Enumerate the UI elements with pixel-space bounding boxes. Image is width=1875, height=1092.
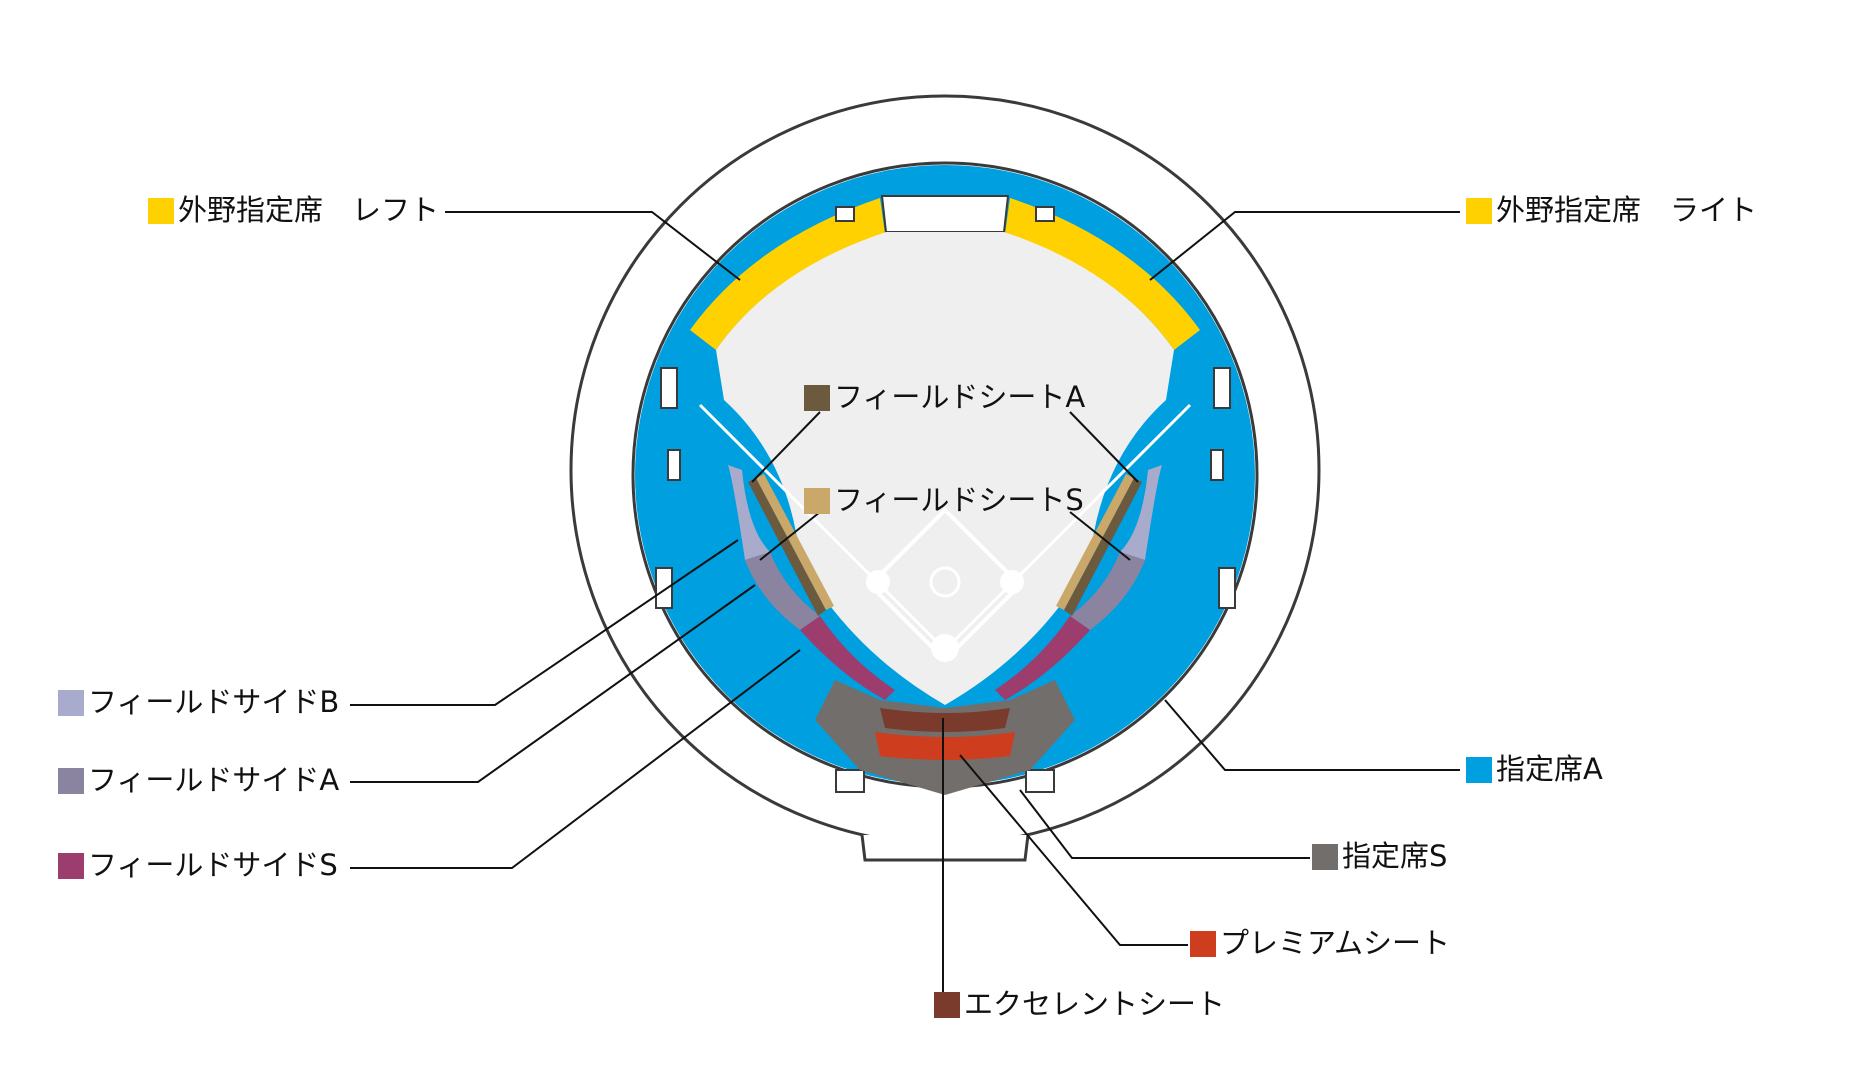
playing-field (716, 232, 1174, 705)
seat-block-field-side-s-right[interactable] (995, 616, 1090, 700)
legend-field-seat-a[interactable]: フィールドシートA (804, 383, 1085, 412)
leader-field-seat-s-right (1069, 511, 1131, 561)
legend-field-side-a[interactable]: フィールドサイドA (58, 766, 339, 795)
leader-outfield-right (1149, 211, 1460, 281)
infield-diamond (866, 507, 1024, 663)
leader-lines (350, 211, 1460, 995)
leader-outfield-left (445, 211, 741, 281)
reserved-s-label: 指定席S (1342, 839, 1448, 873)
foul-lines (698, 403, 1192, 652)
field-seat-s-swatch (804, 487, 830, 514)
leader-premium-seat (959, 754, 1188, 946)
field-seat-s-label: フィールドシートS (834, 483, 1084, 517)
field-seat-a-swatch (804, 384, 830, 411)
legend-field-side-s[interactable]: フィールドサイドS (58, 851, 338, 880)
seat-block-field-side-b-left[interactable] (728, 465, 770, 560)
leader-field-side-a (350, 584, 756, 783)
field-side-b-label: フィールドサイドB (88, 685, 340, 719)
premium-seat-swatch (1190, 930, 1216, 957)
seat-block-field-side-s-left[interactable] (800, 616, 895, 700)
seat-block-field-seat-s-left[interactable] (756, 474, 834, 610)
leader-reserved-a (1164, 699, 1460, 771)
seat-block-field-seat-a-left[interactable] (748, 478, 826, 616)
leader-field-seat-a-left (751, 411, 821, 483)
outfield-left-swatch (148, 197, 174, 224)
legend-outfield-left[interactable]: 外野指定席 レフト (148, 196, 439, 225)
seat-block-premium-seat[interactable] (875, 732, 1015, 760)
center-field-gap (880, 195, 1010, 233)
outfield-notch-left (835, 206, 855, 222)
leader-field-seat-s-left (759, 511, 821, 561)
entrance-gate (860, 834, 1030, 862)
legend-reserved-s[interactable]: 指定席S (1312, 842, 1447, 871)
seat-block-field-side-b-right[interactable] (1120, 465, 1162, 560)
legend-field-seat-s[interactable]: フィールドシートS (804, 486, 1084, 515)
outfield-right-swatch (1466, 197, 1492, 224)
legend-reserved-a[interactable]: 指定席A (1466, 755, 1603, 784)
field-side-s-swatch (58, 852, 84, 879)
reserved-s-swatch (1312, 843, 1338, 870)
seat-block-field-seat-a-right[interactable] (1064, 478, 1142, 616)
excellent-seat-swatch (934, 991, 960, 1018)
leader-field-seat-a-right (1069, 411, 1139, 483)
seat-block-field-side-a-left[interactable] (745, 552, 820, 630)
field-side-a-label: フィールドサイドA (88, 763, 340, 797)
legend-excellent-seat[interactable]: エクセレントシート (934, 990, 1225, 1019)
leader-field-side-b (350, 539, 739, 706)
seat-block-excellent-seat[interactable] (880, 708, 1010, 732)
field-seat-a-label: フィールドシートA (834, 380, 1086, 414)
seat-block-outfield-right[interactable] (1005, 198, 1200, 350)
legend-outfield-right[interactable]: 外野指定席 ライト (1466, 196, 1757, 225)
leader-field-side-s (350, 649, 801, 869)
seat-block-field-side-a-right[interactable] (1070, 552, 1145, 630)
bowl-notches (655, 367, 1236, 793)
seat-block-outfield-left[interactable] (690, 198, 885, 350)
outfield-notch-right (1035, 206, 1055, 222)
outfield-right-label: 外野指定席 ライト (1496, 193, 1758, 227)
leader-reserved-s (1019, 789, 1310, 859)
field-side-s-label: フィールドサイドS (88, 848, 338, 882)
premium-seat-label: プレミアムシート (1220, 926, 1450, 960)
excellent-seat-label: エクセレントシート (964, 987, 1226, 1021)
legend-premium-seat[interactable]: プレミアムシート (1190, 929, 1450, 958)
legend-field-side-b[interactable]: フィールドサイドB (58, 688, 339, 717)
outfield-left-label: 外野指定席 レフト (178, 193, 440, 227)
field-side-b-swatch (58, 689, 84, 716)
reserved-a-swatch (1466, 756, 1492, 783)
reserved-a-label: 指定席A (1496, 752, 1603, 786)
seat-block-field-seat-s-right[interactable] (1056, 474, 1134, 610)
field-side-a-swatch (58, 767, 84, 794)
